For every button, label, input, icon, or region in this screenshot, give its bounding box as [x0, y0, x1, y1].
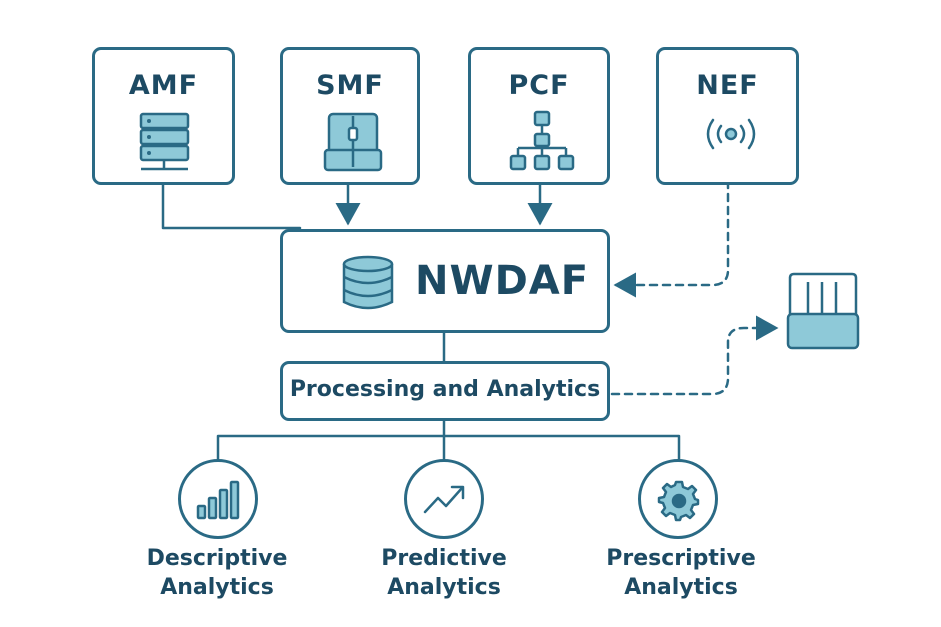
session-switch-icon	[323, 112, 383, 172]
predictive-analytics-circle[interactable]	[404, 459, 484, 539]
analytics-tree-connector	[216, 419, 681, 461]
prescriptive-analytics-label: Prescriptive Analytics	[606, 546, 756, 600]
bar-chart-icon	[196, 480, 240, 520]
nef-label: NEF	[696, 70, 759, 101]
predictive-analytics-label: Predictive Analytics	[381, 546, 507, 600]
signal-broadcast-icon	[706, 118, 756, 150]
hierarchy-icon	[509, 110, 575, 171]
device-dashed-connector	[610, 315, 779, 396]
nwdaf-box[interactable]: NWDAF	[280, 229, 610, 333]
prescriptive-analytics-circle[interactable]	[638, 459, 718, 539]
smf-label: SMF	[316, 70, 384, 101]
pcf-label: PCF	[508, 70, 570, 101]
smf-box[interactable]: SMF	[280, 47, 420, 185]
trend-up-icon	[423, 485, 465, 514]
router-device-icon	[786, 272, 860, 350]
gear-icon	[657, 480, 700, 522]
server-icon	[139, 112, 190, 171]
descriptive-analytics-label: Descriptive Analytics	[146, 546, 288, 600]
processing-box[interactable]: Processing and Analytics	[280, 361, 610, 421]
amf-box[interactable]: AMF	[92, 47, 235, 185]
descriptive-analytics-circle[interactable]	[178, 459, 258, 539]
processing-label: Processing and Analytics	[289, 377, 601, 402]
database-icon	[342, 255, 394, 310]
pcf-box[interactable]: PCF	[468, 47, 610, 185]
nwdaf-title: NWDAF	[415, 258, 590, 304]
amf-connector	[161, 183, 302, 230]
nef-box[interactable]: NEF	[656, 47, 799, 185]
amf-label: AMF	[128, 70, 199, 101]
